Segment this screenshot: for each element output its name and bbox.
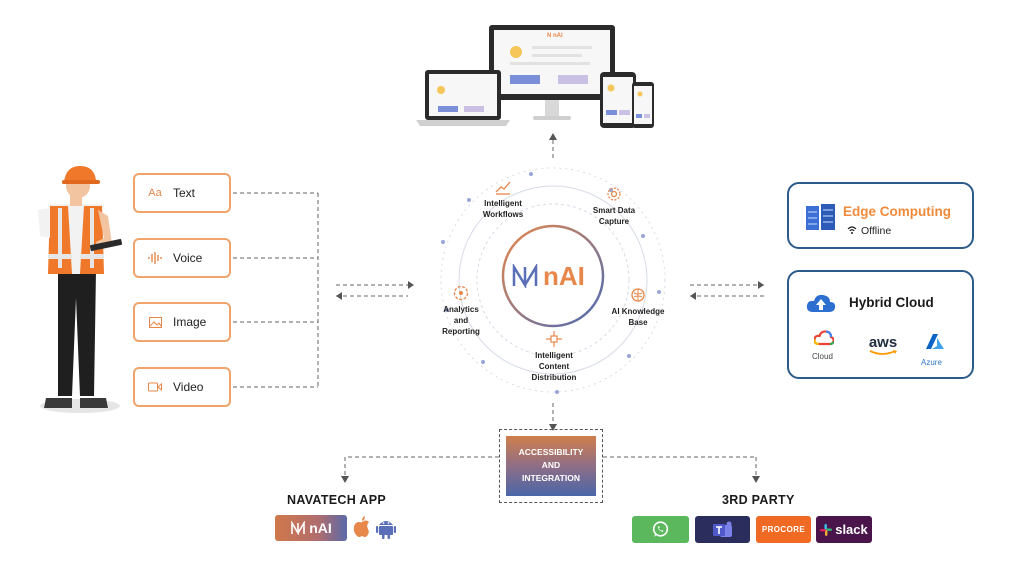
nai-hub-text: nAI <box>543 260 585 291</box>
feature-analytics-and-reporting: Analytics and Reporting <box>436 284 486 337</box>
text-icon: Aa <box>148 187 162 199</box>
navatech-nai-badge: nAI <box>275 515 347 541</box>
image-icon <box>147 316 163 328</box>
access-line-2: AND <box>541 460 561 470</box>
input-text-label: Text <box>173 186 196 200</box>
accessibility-frame <box>499 429 603 503</box>
edge-status-text: Offline <box>861 225 892 237</box>
whatsapp-icon <box>652 521 669 537</box>
navatech-n-logo-icon <box>512 264 538 288</box>
navatech-badge-text: nAI <box>309 520 332 536</box>
access-line-1: ACCESSIBILITY <box>518 447 584 457</box>
nai-hub-logo: nAI <box>511 258 601 294</box>
procore-tile: PROCORE <box>756 516 811 543</box>
aws-icon: aws <box>865 334 901 356</box>
navatech-app-title: NAVATECH APP <box>287 493 386 507</box>
brain-icon <box>631 288 645 302</box>
analytics-icon <box>453 285 469 301</box>
aws-label: aws <box>868 334 898 351</box>
slack-icon <box>820 523 833 536</box>
android-icon <box>376 521 396 539</box>
monitor-logo-text: N nAI <box>547 33 563 39</box>
devices-illustration: N nAI <box>416 25 654 128</box>
wifi-icon <box>847 226 857 237</box>
access-line-3: INTEGRATION <box>522 473 580 483</box>
construction-worker-illustration <box>38 166 123 413</box>
input-image-label: Image <box>173 315 207 329</box>
hybrid-cloud-box: Hybrid Cloud Cloud aws Azure <box>787 270 974 379</box>
google-cloud-icon <box>814 330 834 346</box>
input-voice-label: Voice <box>173 251 203 265</box>
input-image-box[interactable]: Image <box>133 302 231 342</box>
gear-icon <box>607 187 621 201</box>
edge-computing-title: Edge Computing <box>843 204 951 219</box>
hybrid-cloud-title: Hybrid Cloud <box>849 295 934 310</box>
azure-label: Azure <box>921 358 942 367</box>
edge-computing-box: Edge Computing Offline <box>787 182 974 249</box>
input-text-box[interactable]: Aa Text <box>133 173 231 213</box>
feature-ai-knowledge-base: AI Knowledge Base <box>606 286 670 328</box>
input-video-box[interactable]: Video <box>133 367 231 407</box>
video-icon <box>147 382 163 392</box>
navatech-n-badge-icon <box>291 521 306 535</box>
google-cloud-label: Cloud <box>812 352 833 361</box>
slack-label: slack <box>835 522 868 537</box>
third-party-title: 3RD PARTY <box>722 493 795 507</box>
input-video-label: Video <box>173 380 204 394</box>
accessibility-integration-box: ACCESSIBILITY AND INTEGRATION <box>506 436 596 496</box>
distribution-icon <box>546 331 562 347</box>
procore-label: PROCORE <box>761 525 806 534</box>
apple-icon <box>353 516 369 537</box>
feature-smart-data-capture: Smart Data Capture <box>590 185 638 227</box>
voice-icon <box>147 252 163 264</box>
whatsapp-tile <box>632 516 689 543</box>
cloud-upload-icon <box>806 294 836 312</box>
teams-icon <box>712 521 732 537</box>
feature-intelligent-workflows: Intelligent Workflows <box>474 178 532 220</box>
chart-icon <box>495 181 511 195</box>
teams-tile <box>695 516 750 543</box>
azure-icon <box>926 334 944 349</box>
hub-rings <box>440 167 666 394</box>
server-icon <box>806 204 835 230</box>
input-voice-box[interactable]: Voice <box>133 238 231 278</box>
feature-intelligent-content-distribution: Intelligent Content Distribution <box>519 330 589 383</box>
slack-tile: slack <box>816 516 872 543</box>
